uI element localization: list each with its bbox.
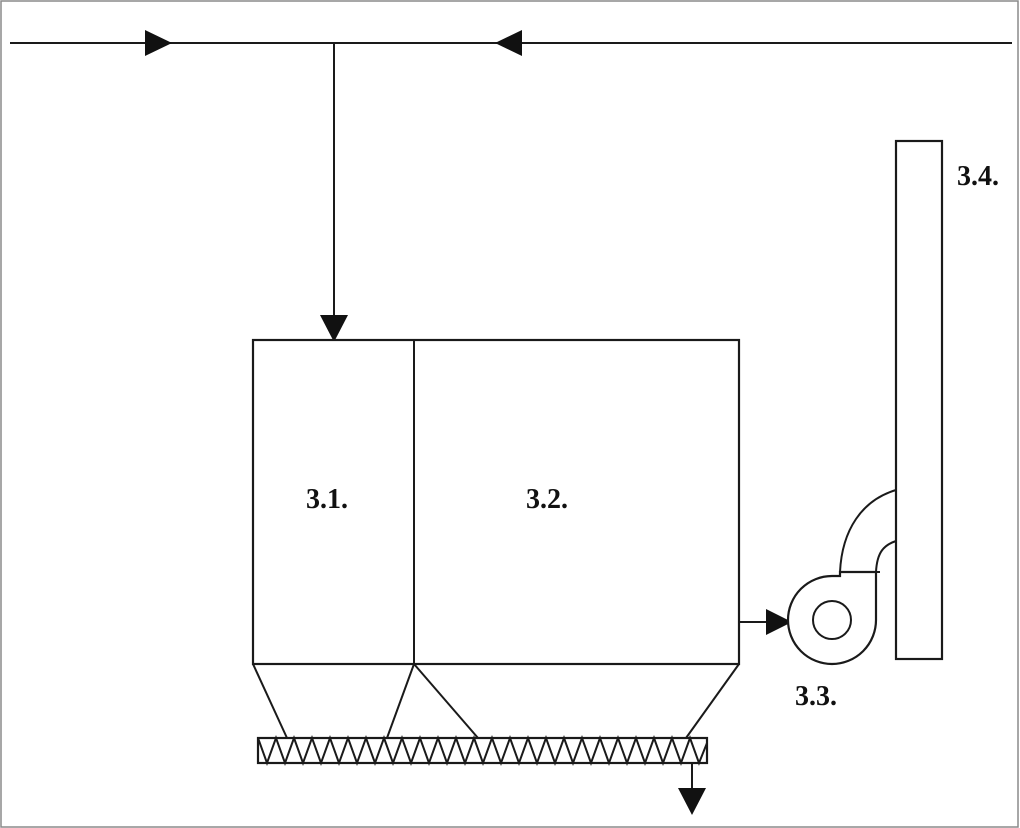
label-filter-section-1: 3.1. — [306, 484, 348, 515]
screw-flight-pattern — [257, 735, 708, 766]
hopper-1-left — [252, 663, 288, 739]
filter-housing — [251, 338, 741, 666]
label-stack: 3.4. — [957, 161, 999, 192]
flow-arrow-right-icon — [145, 30, 172, 56]
label-fan: 3.3. — [795, 681, 837, 712]
flow-arrow-left-icon — [495, 30, 522, 56]
discharge-arrow-down-icon — [678, 788, 706, 815]
exhaust-stack — [894, 139, 944, 661]
fan-housing — [786, 570, 878, 666]
fan-impeller — [812, 600, 852, 640]
hopper-2-right — [685, 663, 740, 739]
fan-duct-outer — [839, 489, 897, 573]
label-filter-section-2: 3.2. — [526, 484, 568, 515]
flow-arrow-down-icon — [320, 315, 348, 342]
flow-arrow-to-fan-icon — [766, 609, 792, 635]
hopper-1-right — [386, 663, 415, 739]
fan-duct-inner — [875, 540, 897, 573]
hopper-2-left — [413, 663, 479, 739]
